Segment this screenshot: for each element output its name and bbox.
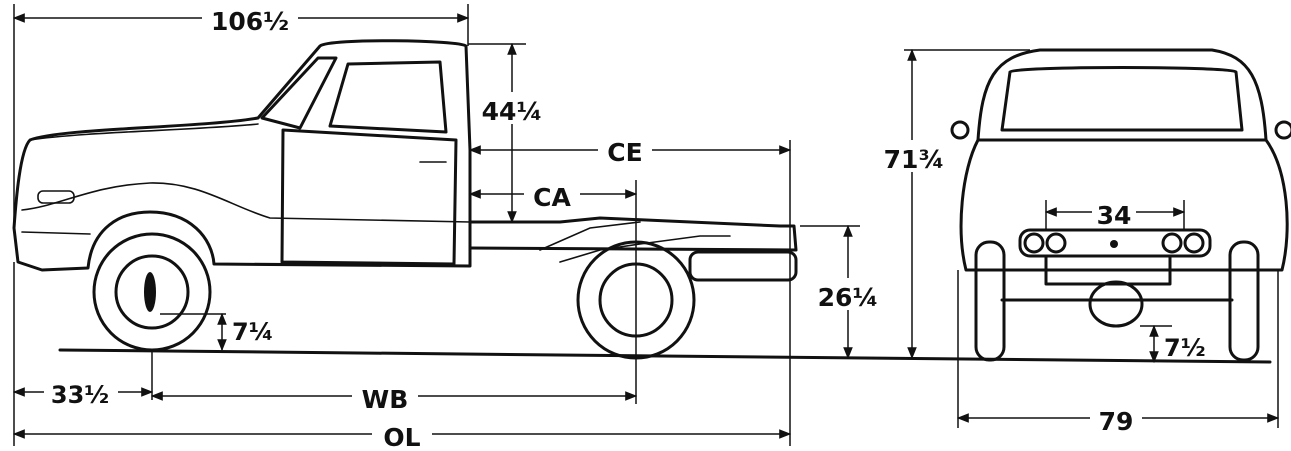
- chain-link: [559, 235, 731, 263]
- marker-light-icon: [37, 190, 75, 204]
- dim-wheelbase: WB: [362, 385, 409, 414]
- front-hub-icon: [114, 254, 190, 330]
- rear-body-outline: [959, 138, 1289, 272]
- right-mirror-icon: [1274, 120, 1291, 140]
- rear-view: [950, 48, 1291, 362]
- left-taillight-icon: [1023, 232, 1045, 254]
- windshield: [260, 56, 338, 130]
- rear-dimensions: 71¾ 34 7½ 79: [876, 48, 1280, 436]
- dim-cab-height: 44¼: [482, 97, 543, 126]
- left-light-2-icon: [1045, 232, 1067, 254]
- hitch-ball-icon: [1110, 240, 1118, 248]
- dim-overall-height: 71¾: [884, 145, 945, 174]
- dim-overall-length: OL: [383, 423, 420, 451]
- fuel-tank: [688, 250, 798, 282]
- right-taillight-icon: [1161, 232, 1183, 254]
- left-mirror-icon: [950, 120, 970, 140]
- side-window: [328, 60, 448, 134]
- ground-line: [58, 348, 1272, 364]
- truck-body-outline: [12, 39, 472, 272]
- right-rear-tire: [1228, 240, 1260, 362]
- dim-front-overhang: 33½: [51, 381, 109, 409]
- bumper-line: [21, 231, 91, 235]
- right-light-2-icon: [1183, 232, 1205, 254]
- dim-rear-ground-clearance: 7½: [1164, 334, 1206, 362]
- side-dimensions: 106½ 44¼ CE CA 26¼ 7¼ 33½ WB: [12, 4, 884, 451]
- rear-cab-outline: [976, 48, 1268, 142]
- left-rear-tire: [974, 240, 1006, 362]
- rear-window: [1000, 66, 1244, 132]
- dim-frame-height: 26¼: [818, 283, 879, 312]
- dim-front-ground-clearance: 7¼: [232, 318, 274, 346]
- hood-line: [29, 123, 259, 141]
- frame-rail: [468, 216, 798, 252]
- dim-overall-width: 79: [1099, 407, 1134, 436]
- fender-crease: [21, 182, 471, 223]
- dim-frame-width: 34: [1097, 201, 1132, 230]
- rear-frame-crossmember: [1018, 228, 1212, 258]
- door-outline: [280, 128, 458, 266]
- side-view: [12, 39, 1272, 364]
- spring-hanger: [539, 221, 641, 251]
- differential: [1088, 280, 1144, 328]
- dim-cab-to-end: CE: [607, 138, 642, 167]
- hub-cap-icon: [144, 272, 156, 312]
- dim-front-to-cab-rear: 106½: [211, 7, 289, 36]
- dim-cab-to-axle: CA: [533, 183, 571, 212]
